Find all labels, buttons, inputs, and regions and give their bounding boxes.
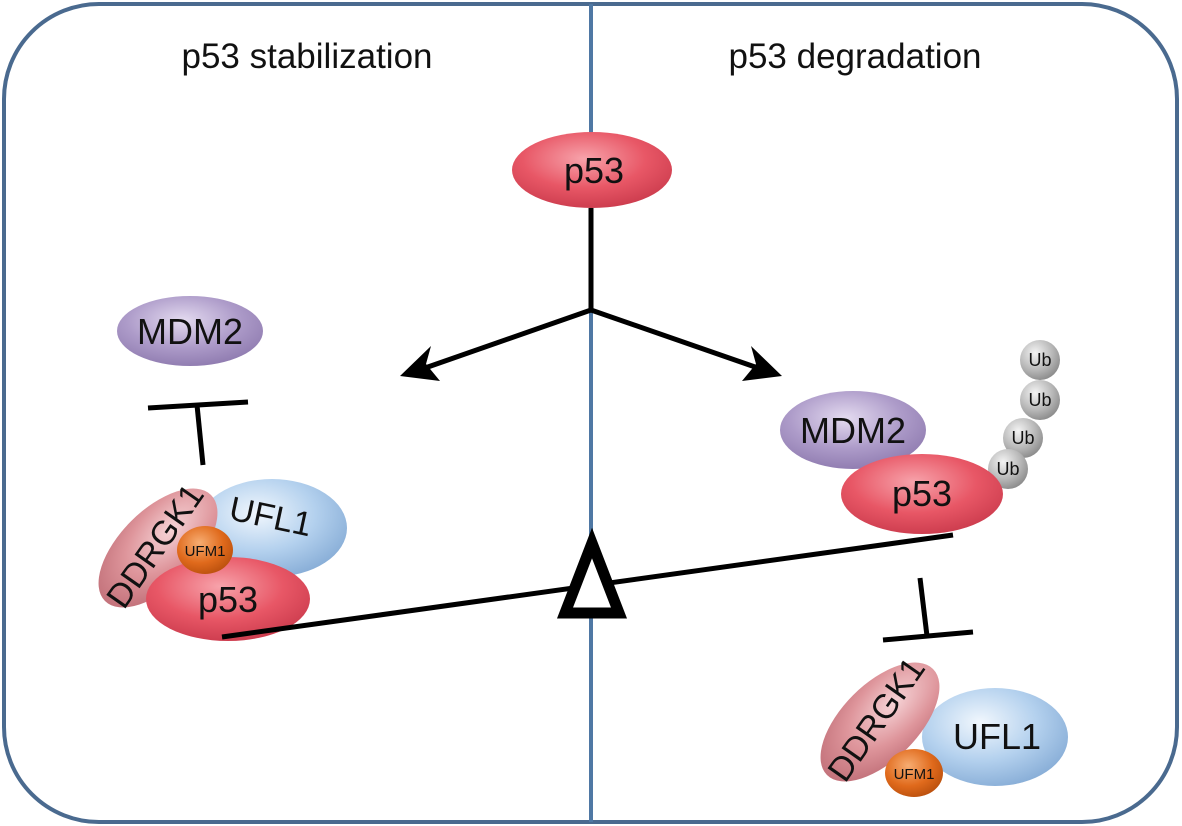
left-inhibition-bar (147, 399, 249, 466)
right-complex: UFL1 DDRGK1 UFM1 (820, 651, 1068, 797)
ub-label: Ub (996, 459, 1019, 479)
right-p53-label: p53 (892, 473, 952, 514)
right-mdm2: MDM2 (780, 391, 926, 469)
ub-label: Ub (1011, 428, 1034, 448)
right-ub-chain: Ub Ub Ub Ub (988, 340, 1060, 489)
right-ddrgk1 (820, 662, 940, 782)
right-mdm2-label: MDM2 (800, 410, 906, 451)
right-p53: p53 (841, 454, 1003, 534)
arrow-to-stabilization (400, 307, 592, 381)
right-inhibition-bar (882, 577, 974, 643)
seesaw-fulcrum (556, 527, 628, 619)
left-mdm2: MDM2 (117, 296, 263, 366)
left-ufm1 (177, 526, 233, 574)
left-mdm2-label: MDM2 (137, 311, 243, 352)
center-p53-label: p53 (564, 150, 624, 191)
right-panel-title: p53 degradation (729, 37, 982, 76)
left-p53-label: p53 (198, 579, 258, 620)
right-ufm1 (885, 749, 943, 797)
right-ufm1-label: UFM1 (894, 766, 935, 783)
right-ufl1-label: UFL1 (953, 716, 1041, 757)
left-ufm1-label: UFM1 (185, 543, 226, 560)
ub-bead (988, 449, 1028, 489)
left-panel-title: p53 stabilization (182, 37, 433, 76)
ub-bead (1020, 340, 1060, 380)
left-ddrgk1 (98, 488, 218, 608)
center-p53: p53 (512, 132, 672, 208)
right-ufl1 (922, 688, 1068, 786)
ub-label: Ub (1028, 350, 1051, 370)
left-ufl1 (197, 479, 347, 577)
ub-bead (1020, 380, 1060, 420)
arrow-to-degradation (590, 307, 782, 381)
ub-label: Ub (1028, 390, 1051, 410)
left-p53 (146, 557, 310, 641)
left-complex: UFL1 DDRGK1 p53 UFM1 (98, 477, 347, 641)
ub-bead (1003, 418, 1043, 458)
